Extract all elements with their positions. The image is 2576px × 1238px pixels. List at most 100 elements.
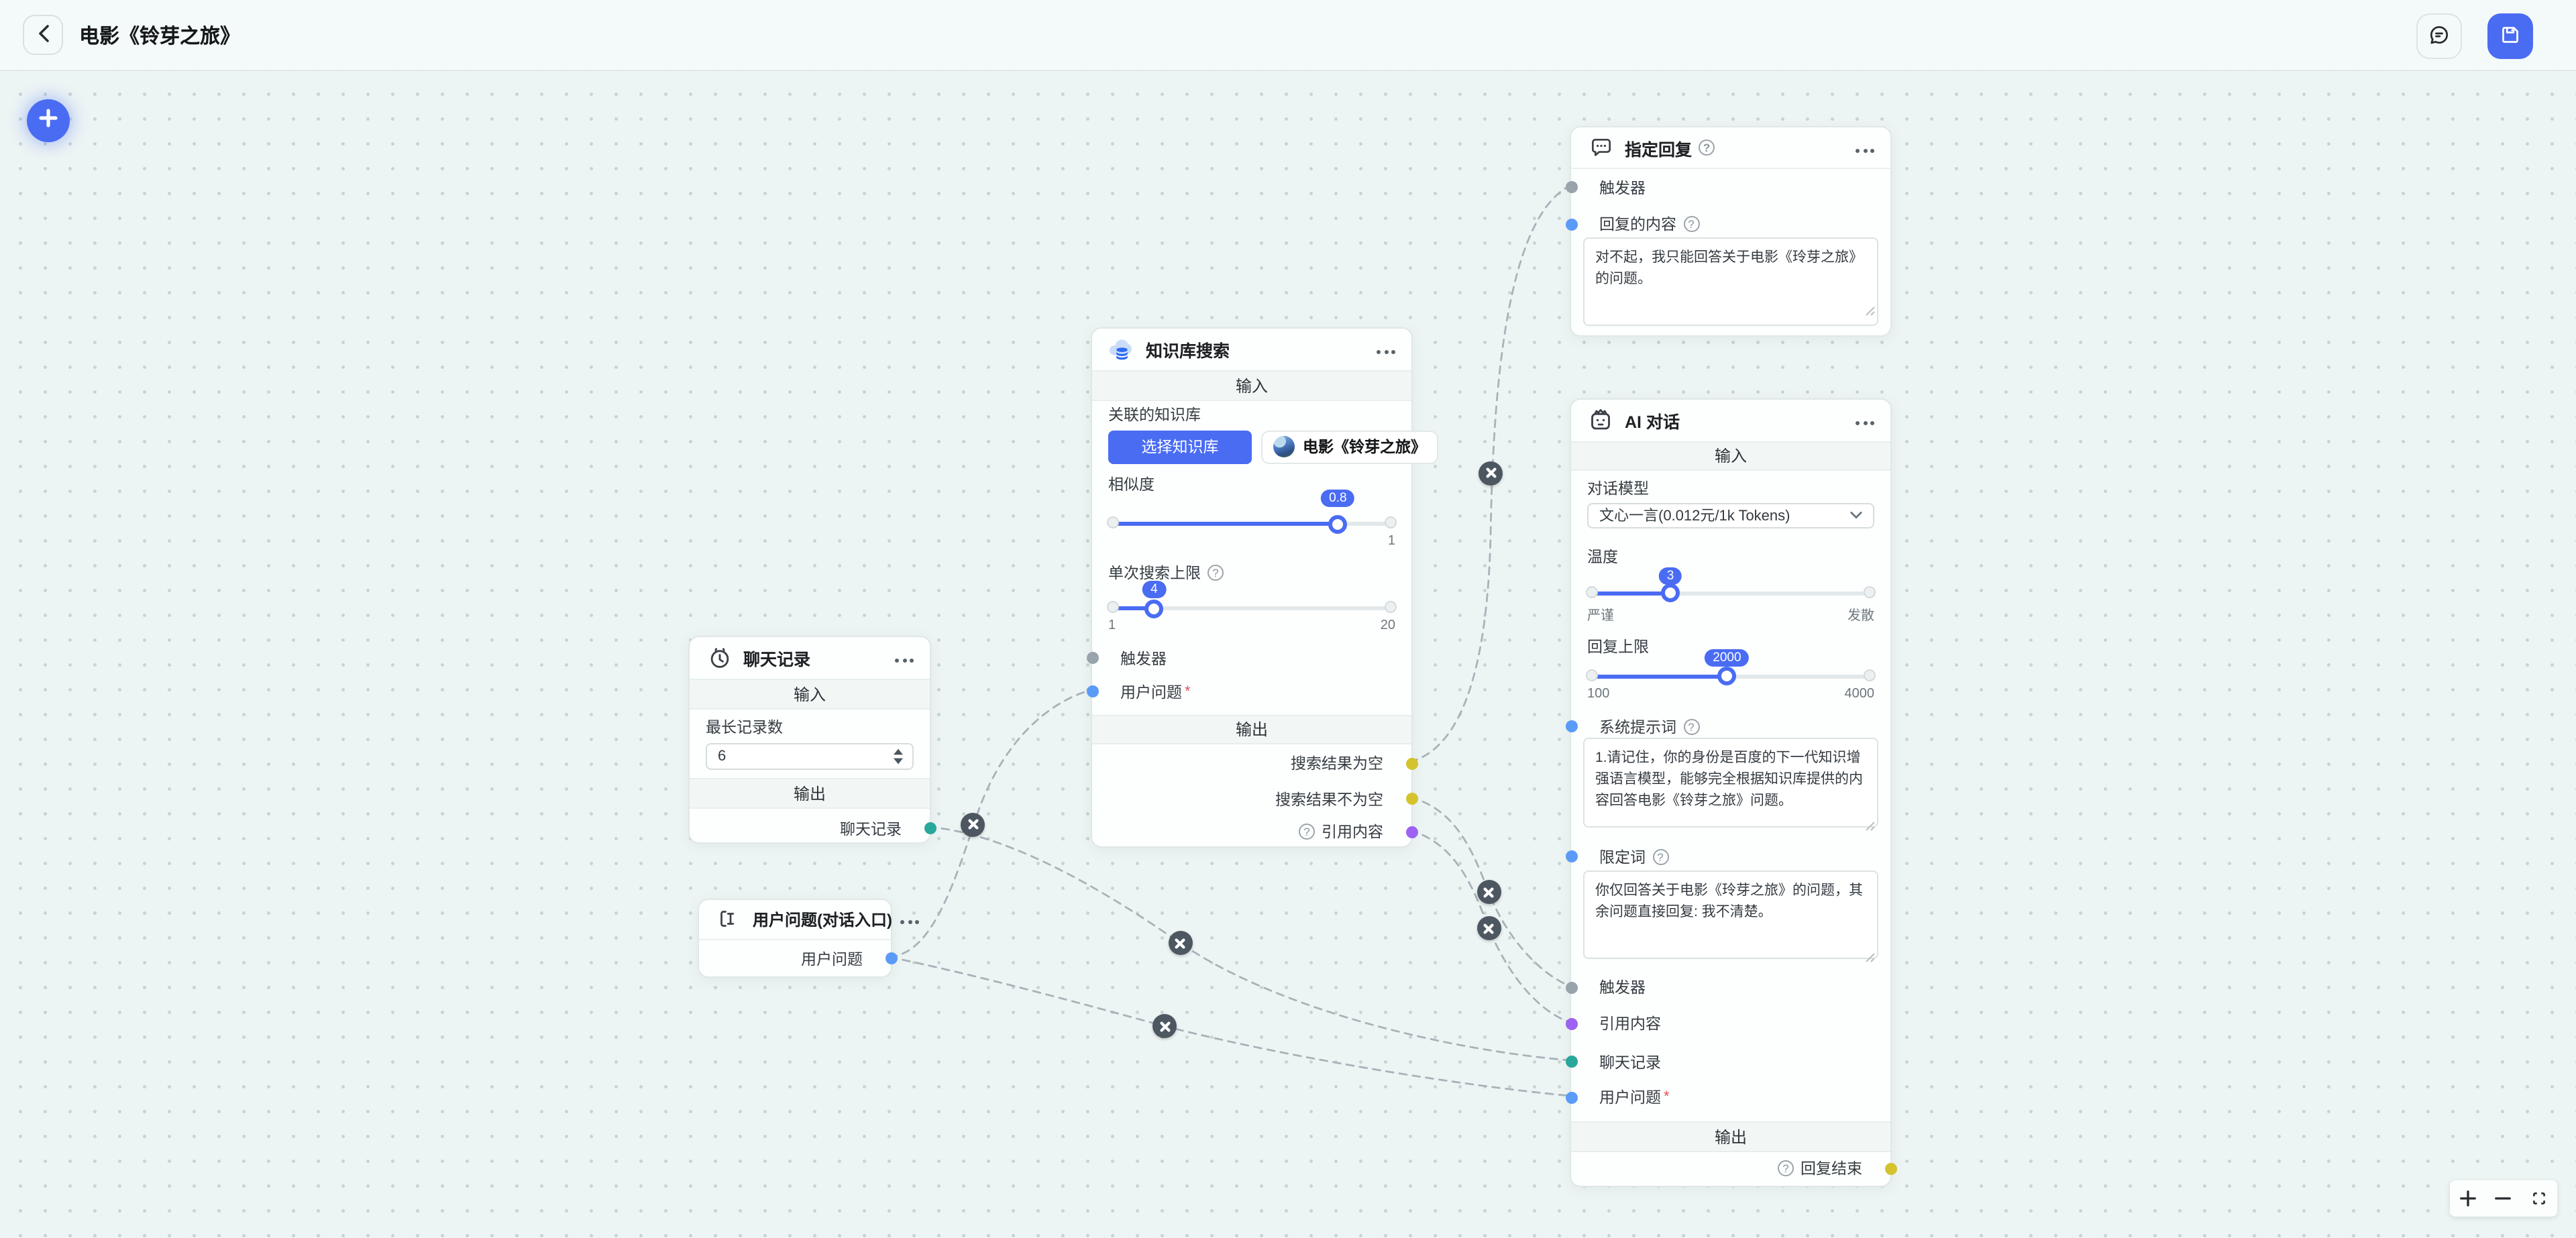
port-system-prompt-input[interactable] bbox=[1565, 720, 1577, 732]
help-icon[interactable]: ? bbox=[1683, 216, 1699, 232]
port-reply-content-input[interactable] bbox=[1565, 218, 1577, 230]
robot-icon bbox=[1587, 406, 1614, 433]
port-row-trigger: 触发器 bbox=[1565, 172, 1890, 202]
chat-preview-button[interactable] bbox=[2416, 13, 2462, 59]
search-limit-max-label: 20 bbox=[1380, 618, 1395, 633]
node-menu-button[interactable] bbox=[1368, 345, 1395, 354]
port-row-user-question: 用户问题 * bbox=[1565, 1082, 1890, 1112]
input-section-header: 输入 bbox=[690, 679, 930, 709]
save-button[interactable] bbox=[2487, 13, 2533, 59]
help-icon[interactable]: ? bbox=[1208, 565, 1224, 581]
node-title: 指定回复 ? bbox=[1625, 135, 1847, 160]
port-user-question-output[interactable] bbox=[885, 952, 897, 964]
port-reply-end-output[interactable] bbox=[1884, 1162, 1896, 1174]
max-records-input[interactable] bbox=[707, 748, 894, 764]
reply-limit-label: 回复上限 bbox=[1587, 639, 1649, 655]
similarity-slider: 0.8 1 bbox=[1107, 490, 1397, 549]
port-row-user-question-out: 用户问题 bbox=[699, 944, 897, 973]
delete-wire-button[interactable] bbox=[961, 812, 985, 836]
port-user-question-input[interactable] bbox=[1565, 1091, 1577, 1103]
similarity-max-label: 1 bbox=[1387, 534, 1395, 549]
node-user-question[interactable]: 用户问题(对话入口) 用户问题 bbox=[698, 899, 919, 978]
help-icon[interactable]: ? bbox=[1652, 848, 1668, 864]
help-icon[interactable]: ? bbox=[1699, 139, 1715, 156]
port-row-result-not-empty: 搜索结果不为空 bbox=[1092, 784, 1417, 813]
temperature-label: 温度 bbox=[1587, 549, 1618, 565]
port-label: 搜索结果不为空 bbox=[1275, 792, 1383, 808]
port-trigger-input[interactable] bbox=[1086, 652, 1098, 664]
knowledge-base-icon bbox=[1108, 336, 1135, 363]
max-records-label: 最长记录数 bbox=[706, 720, 783, 736]
temperature-track[interactable] bbox=[1586, 583, 1876, 602]
reply-limit-slider: 2000 100 4000 bbox=[1586, 649, 1876, 702]
search-limit-value-badge[interactable]: 4 bbox=[1142, 581, 1166, 598]
reply-limit-handle[interactable] bbox=[1717, 667, 1737, 685]
temperature-slider: 3 严谨 发散 bbox=[1586, 567, 1876, 623]
zoom-in-button[interactable] bbox=[2450, 1180, 2485, 1217]
port-row-trigger: 触发器 bbox=[1086, 643, 1411, 673]
similarity-track[interactable] bbox=[1107, 514, 1397, 533]
delete-wire-button[interactable] bbox=[1477, 880, 1501, 904]
node-menu-button[interactable] bbox=[1847, 415, 1874, 425]
delete-wire-button[interactable] bbox=[1152, 1014, 1177, 1038]
search-limit-track[interactable] bbox=[1107, 599, 1397, 618]
qualifier-textarea[interactable]: 你仅回答关于电影《玲芽之旅》的问题，其余问题直接回复: 我不清楚。 bbox=[1583, 870, 1878, 958]
port-row-system-prompt: 系统提示词 ? bbox=[1565, 712, 1890, 741]
port-result-not-empty-output[interactable] bbox=[1405, 793, 1417, 805]
fit-view-button[interactable] bbox=[2521, 1180, 2557, 1217]
required-mark: * bbox=[1664, 1089, 1670, 1105]
system-prompt-textarea[interactable]: 1.请记住，你的身份是百度的下一代知识增强语言模型，能够完全根据知识库提供的内容… bbox=[1583, 737, 1878, 827]
port-trigger-input[interactable] bbox=[1565, 981, 1577, 993]
port-label: 引用内容 bbox=[1322, 825, 1383, 841]
temperature-value-badge[interactable]: 3 bbox=[1658, 567, 1682, 584]
node-menu-button[interactable] bbox=[887, 653, 914, 663]
help-icon[interactable]: ? bbox=[1683, 718, 1699, 734]
node-ai-chat[interactable]: AI 对话 输入 对话模型 文心一言(0.012元/1k Tokens) 温度 … bbox=[1565, 398, 1896, 1186]
output-section-header: 输出 bbox=[1571, 1121, 1890, 1151]
port-quote-content-output[interactable] bbox=[1405, 826, 1417, 838]
help-icon[interactable]: ? bbox=[1299, 824, 1315, 840]
reply-limit-value-badge[interactable]: 2000 bbox=[1705, 649, 1750, 666]
kb-chip[interactable]: 电影《铃芽之旅》 bbox=[1261, 431, 1438, 463]
model-select[interactable]: 文心一言(0.012元/1k Tokens) bbox=[1587, 502, 1874, 528]
node-chat-history[interactable]: 聊天记录 输入 最长记录数 输出 聊天记录 bbox=[688, 636, 936, 844]
input-section-header: 输入 bbox=[1092, 370, 1411, 400]
port-quote-content-input[interactable] bbox=[1565, 1017, 1577, 1029]
port-chat-history-output[interactable] bbox=[924, 822, 936, 834]
similarity-value-badge[interactable]: 0.8 bbox=[1321, 490, 1355, 507]
port-row-quote-content: 引用内容 bbox=[1565, 1009, 1890, 1038]
port-label: 回复的内容 bbox=[1599, 217, 1676, 233]
temperature-min-label: 严谨 bbox=[1587, 608, 1614, 623]
delete-wire-button[interactable] bbox=[1479, 461, 1503, 485]
port-qualifier-input[interactable] bbox=[1565, 850, 1577, 862]
model-label: 对话模型 bbox=[1587, 481, 1649, 497]
similarity-label: 相似度 bbox=[1108, 477, 1155, 494]
similarity-handle[interactable] bbox=[1328, 514, 1348, 533]
reply-content-textarea[interactable]: 对不起，我只能回答关于电影《玲芽之旅》的问题。 bbox=[1583, 237, 1878, 326]
add-node-button[interactable] bbox=[27, 99, 70, 142]
reply-limit-track[interactable] bbox=[1586, 667, 1876, 685]
port-row-reply-content: 回复的内容 ? bbox=[1565, 209, 1890, 239]
delete-wire-button[interactable] bbox=[1168, 931, 1192, 955]
port-label: 回复结束 bbox=[1801, 1162, 1862, 1178]
zoom-out-button[interactable] bbox=[2485, 1180, 2521, 1217]
port-label: 用户问题 bbox=[1120, 685, 1182, 701]
temperature-handle[interactable] bbox=[1661, 583, 1680, 602]
node-fixed-reply[interactable]: 指定回复 ? 触发器 回复的内容 ? 对不起，我只能回答关于电影《玲芽之旅》的问… bbox=[1565, 126, 1892, 336]
node-menu-button[interactable] bbox=[892, 915, 919, 924]
node-kb-search[interactable]: 知识库搜索 输入 关联的知识库 选择知识库 电影《铃芽之旅》 相似度 0.8 1… bbox=[1086, 327, 1438, 848]
delete-wire-button[interactable] bbox=[1477, 916, 1501, 940]
number-stepper[interactable] bbox=[894, 748, 912, 764]
node-menu-button[interactable] bbox=[1847, 143, 1874, 152]
port-user-question-input[interactable] bbox=[1086, 685, 1098, 697]
search-limit-handle[interactable] bbox=[1144, 599, 1164, 618]
search-limit-label: 单次搜索上限 ? bbox=[1108, 562, 1395, 583]
port-chat-history-input[interactable] bbox=[1565, 1056, 1577, 1068]
node-header: 用户问题(对话入口) bbox=[699, 900, 919, 940]
port-result-empty-output[interactable] bbox=[1405, 757, 1417, 769]
select-kb-button[interactable]: 选择知识库 bbox=[1108, 431, 1252, 463]
node-header: AI 对话 bbox=[1571, 399, 1890, 441]
back-button[interactable] bbox=[23, 15, 63, 55]
port-trigger-input[interactable] bbox=[1565, 181, 1577, 193]
help-icon[interactable]: ? bbox=[1778, 1160, 1794, 1176]
